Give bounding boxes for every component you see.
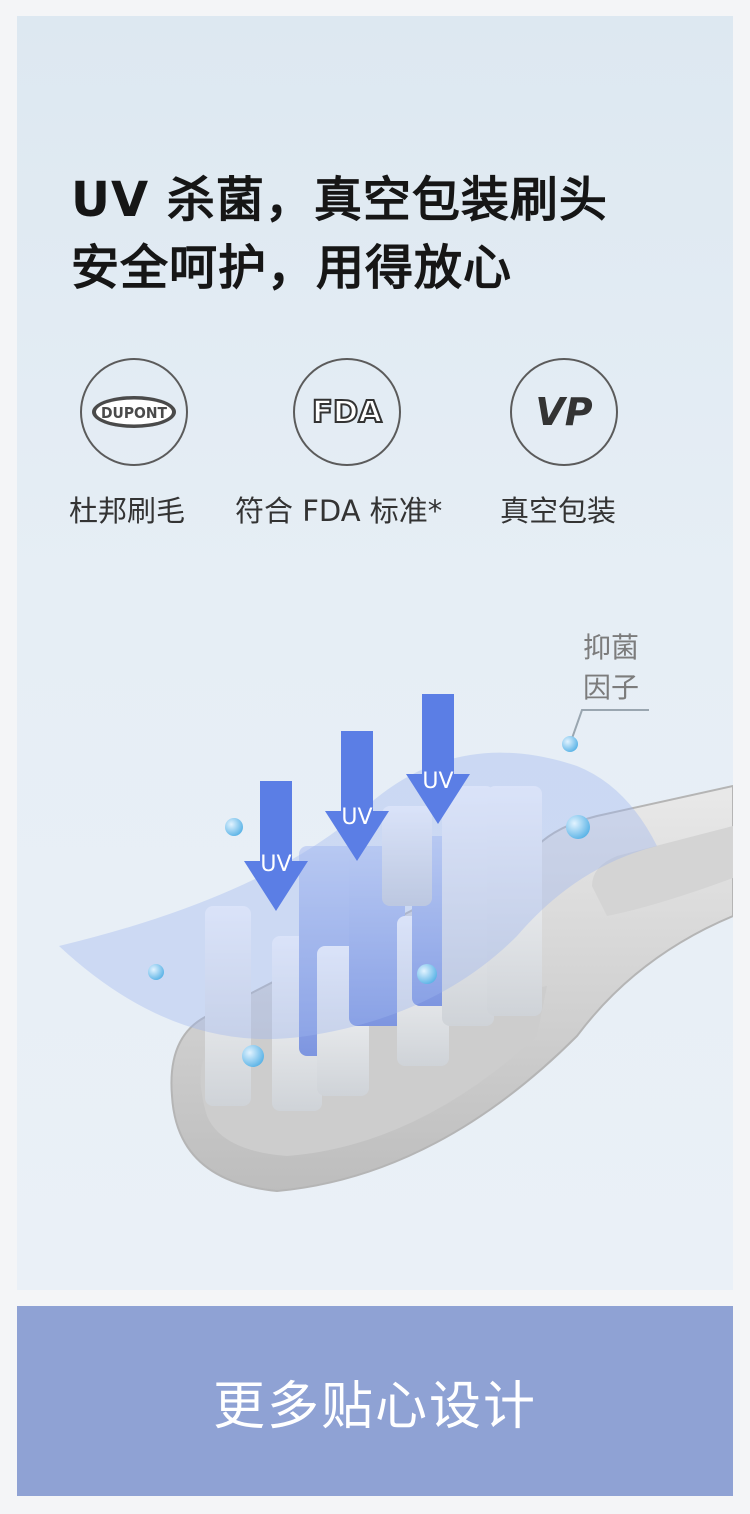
particle-dot: [417, 964, 437, 984]
title-line-1: UV 杀菌，真空包装刷头: [71, 172, 608, 228]
uv-arrow: UV: [406, 694, 470, 824]
svg-text:UV: UV: [422, 769, 453, 794]
toothbrush-uv-illustration: UV UV UV: [59, 694, 733, 1193]
svg-text:UV: UV: [260, 852, 291, 877]
vp-logo-icon: VP: [535, 390, 593, 434]
product-feature-card: UV 杀菌，真空包装刷头 安全呵护，用得放心 DUPONT 杜邦刷毛 FDA 符…: [17, 16, 733, 1290]
handle-groove: [592, 826, 733, 916]
page-title: UV 杀菌，真空包装刷头 安全呵护，用得放心: [71, 166, 608, 302]
antibacterial-callout: 抑菌 因子: [583, 628, 639, 708]
badge-label-fda: 符合 FDA 标准*: [235, 494, 443, 528]
svg-text:DUPONT: DUPONT: [101, 404, 168, 422]
badge-vp: VP: [510, 358, 618, 466]
more-design-button[interactable]: 更多贴心设计: [17, 1306, 733, 1496]
callout-leader-line: [569, 709, 649, 745]
svg-text:UV: UV: [341, 805, 372, 830]
callout-line-2: 因子: [583, 671, 640, 704]
uv-light-sheet: [59, 752, 657, 1040]
callout-line-1: 抑菌: [583, 631, 640, 664]
badge-label-dupont: 杜邦刷毛: [69, 494, 186, 528]
brush-head-base: [200, 986, 548, 1156]
uv-arrow: UV: [244, 781, 308, 911]
particle-dot: [148, 964, 164, 980]
particle-dot: [242, 1045, 264, 1067]
particle-dot: [225, 818, 243, 836]
title-line-2: 安全呵护，用得放心: [71, 240, 513, 296]
badge-label-vp: 真空包装: [500, 494, 617, 528]
uv-arrow: UV: [325, 731, 389, 861]
particle-dot: [562, 736, 578, 752]
badge-fda: FDA: [293, 358, 401, 466]
badge-dupont: DUPONT: [80, 358, 188, 466]
bristle-tufts: [205, 786, 542, 1111]
more-design-button-label: 更多贴心设计: [212, 1376, 537, 1437]
fda-logo-icon: FDA: [311, 394, 384, 431]
dupont-logo-icon: DUPONT: [92, 396, 176, 428]
particle-dot: [566, 815, 590, 839]
svg-text:FDA: FDA: [312, 395, 383, 430]
